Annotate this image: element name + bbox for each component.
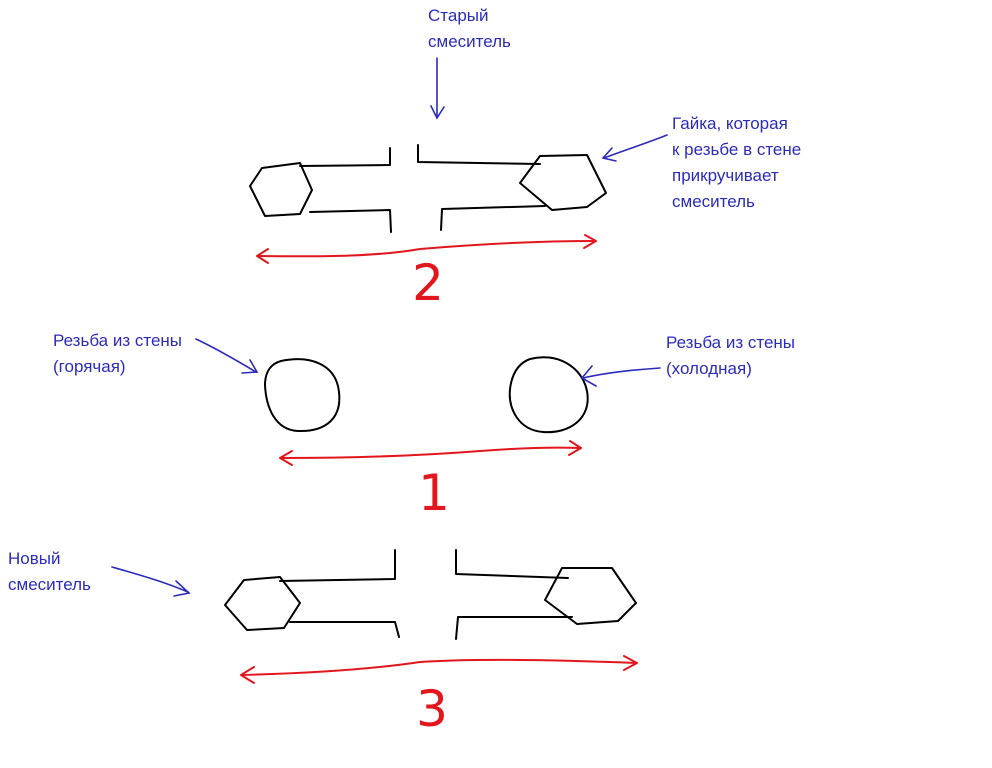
new-mixer-pointer: [111, 566, 191, 597]
old-mixer-label: Старый смеситель: [0, 0, 525, 51]
dimension-line-3: [240, 655, 638, 684]
new-mixer-right-body: [455, 549, 569, 579]
old-mixer-label-line: Старый: [428, 6, 489, 25]
nut-label-line: к резьбе в стене: [672, 140, 801, 159]
thread-cold-pointer: [580, 365, 661, 387]
new-mixer-label: Новый смеситель: [0, 0, 105, 594]
nut-label-line: смеситель: [672, 192, 755, 211]
dimension-label-1: 1: [418, 464, 450, 522]
old-mixer-right-body-bottom: [440, 205, 546, 231]
new-mixer-left-body: [279, 549, 396, 582]
old-mixer-left-nut: [249, 162, 313, 217]
old-mixer-left-body-bottom: [309, 209, 392, 233]
dimension-line-1: [279, 440, 582, 466]
new-mixer-left-body-bottom: [289, 621, 400, 638]
new-mixer-drawing: [224, 549, 637, 640]
thread-cold-label: Резьба из стены (холодная): [0, 0, 819, 378]
thread-cold-circle: [508, 356, 589, 434]
new-mixer-label-line: Новый: [8, 549, 60, 568]
nut-label: Гайка, которая к резьбе в стене прикручи…: [0, 0, 825, 211]
dimension-label-2: 2: [412, 254, 444, 312]
new-mixer-right-nut: [544, 567, 637, 625]
old-mixer-right-body: [417, 144, 541, 165]
dimension-line-2: [256, 234, 597, 264]
new-mixer-left-nut: [224, 576, 301, 631]
nut-label-line: прикручивает: [672, 166, 779, 185]
thread-cold-label-line: Резьба из стены: [666, 333, 795, 352]
new-mixer-label-line: смеситель: [8, 575, 91, 594]
nut-label-line: Гайка, которая: [672, 114, 788, 133]
thread-hot-circle: [263, 358, 341, 433]
dimension-label-3: 3: [416, 680, 448, 738]
thread-hot-pointer: [195, 338, 259, 374]
thread-cold-label-line: (холодная): [666, 359, 752, 378]
old-mixer-drawing: [249, 144, 607, 233]
old-mixer-pointer: [430, 57, 445, 120]
nut-pointer: [601, 134, 668, 162]
thread-hot-label: Резьба из стены (горячая): [0, 0, 206, 376]
thread-hot-label-line: Резьба из стены: [53, 331, 182, 350]
old-mixer-left-body: [299, 147, 391, 167]
wall-threads-drawing: [263, 356, 589, 434]
new-mixer-right-body-bottom: [455, 616, 573, 640]
old-mixer-right-nut: [519, 154, 607, 211]
thread-hot-label-line: (горячая): [53, 357, 126, 376]
old-mixer-label-line: смеситель: [428, 32, 511, 51]
